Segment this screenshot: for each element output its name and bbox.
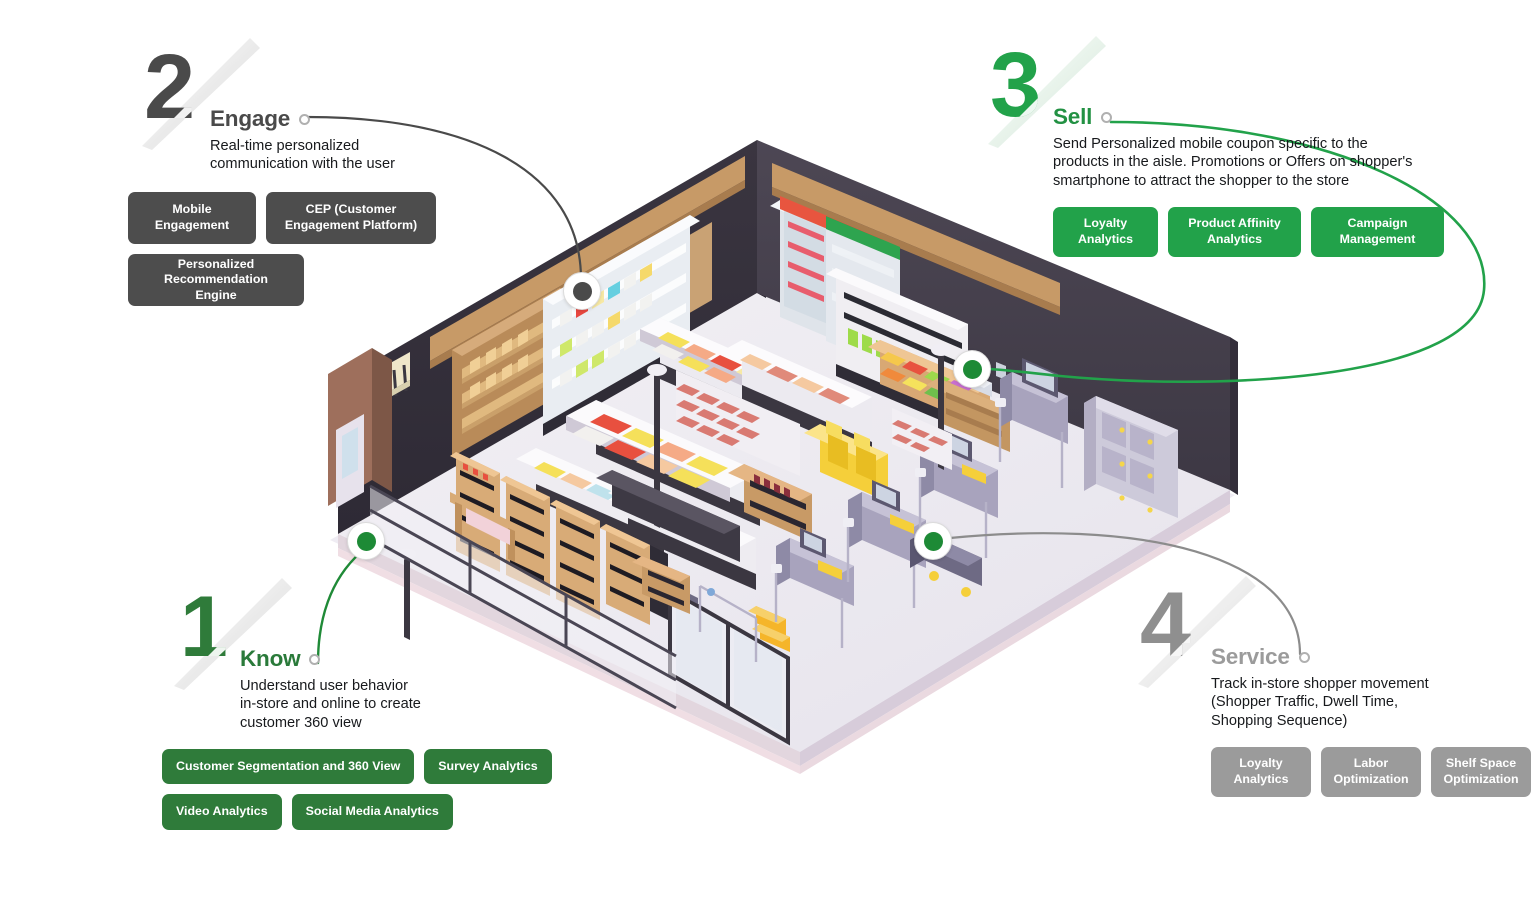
wine-rack-small [632,556,690,614]
step-description-sell: Send Personalized mobile coupon specific… [1053,135,1413,189]
step-title-row-2: Engage [210,106,550,131]
step-title-engage: Engage [210,106,291,131]
step-number-badge-1: 1 1 [174,578,294,690]
step-body-3: Sell Send Personalized mobile coupon spe… [1053,104,1473,257]
marker-core [962,359,982,379]
marker-service[interactable] [914,522,952,560]
entrance-sensor [707,588,715,596]
chip-shelf-space-optimization[interactable]: Shelf Space Optimization [1431,746,1531,797]
marker-core [572,281,592,301]
wine-corner-shelf [728,464,812,542]
step-title-sell: Sell [1053,104,1093,129]
meat-display [676,370,800,476]
service-counter [926,378,1010,452]
promo-stand-yellow [804,420,888,502]
svg-text:3: 3 [990,36,1041,136]
marker-core [356,531,376,551]
marker-ring [914,522,952,560]
chip-campaign-management[interactable]: Campaign Management [1311,206,1444,257]
marker-engage[interactable] [563,272,601,310]
step-description-service: Track in-store shopper movement (Shopper… [1211,675,1429,729]
a-frame-table [450,492,520,562]
step-body-4: Service Track in-store shopper movement … [1211,644,1536,797]
step-description-know: Understand user behavior in-store and on… [240,677,421,731]
anchor-dot-icon [1298,651,1310,663]
step-number-badge-3: 3 3 [988,36,1108,148]
chip-loyalty-analytics[interactable]: Loyalty Analytics [1053,206,1158,257]
step-title-row-4: Service [1211,644,1536,669]
chip-survey-analytics[interactable]: Survey Analytics [424,748,552,785]
anchor-dot-icon [299,113,311,125]
pegboard-toiletries [892,408,952,470]
chip-customer-segmentation[interactable]: Customer Segmentation and 360 View [162,748,415,785]
step-title-row-3: Sell [1053,104,1473,129]
step-body-2: Engage Real-time personalized communicat… [128,106,550,306]
chip-group-service: Loyalty Analytics Labor Optimization She… [1211,746,1536,797]
produce-aisle-left [566,400,760,526]
storefront-wall [328,348,392,508]
marker-core [923,531,943,551]
chip-product-affinity-analytics[interactable]: Product Affinity Analytics [1168,206,1301,257]
chip-loyalty-analytics[interactable]: Loyalty Analytics [1211,746,1311,797]
front-glass-wall [369,484,677,710]
marker-sell[interactable] [953,350,991,388]
parcel-lockers [1084,396,1178,518]
entrance-glass-doors [668,586,790,746]
marker-know[interactable] [347,522,385,560]
self-checkout-kiosk-4 [776,528,854,606]
step-description-engage: Real-time personalized communication wit… [210,137,395,173]
step-title-know: Know [240,646,301,671]
step-title-service: Service [1211,644,1290,669]
chip-group-know: Customer Segmentation and 360 View Surve… [162,748,592,830]
front-counter [596,470,740,562]
chip-social-media-analytics[interactable]: Social Media Analytics [291,794,453,830]
chip-video-analytics[interactable]: Video Analytics [162,794,282,830]
chip-personalized-recommendation-engine[interactable]: Personalized Recommendation Engine [128,253,304,306]
chip-cep[interactable]: CEP (Customer Engagement Platform) [266,191,436,244]
chip-labor-optimization[interactable]: Labor Optimization [1321,746,1421,797]
step-title-row-1: Know [240,646,590,671]
checkout-rail-tops [771,398,1006,573]
chip-mobile-engagement[interactable]: Mobile Engagement [128,191,256,244]
anchor-dot-icon [309,653,321,665]
svg-text:2: 2 [144,38,195,138]
svg-text:1: 1 [180,579,228,675]
anchor-dot-icon [1101,111,1113,123]
chip-group-sell: Loyalty Analytics Product Affinity Analy… [1053,206,1473,257]
bakery-shelving [452,288,570,457]
step-body-1: Know Understand user behavior in-store a… [162,646,590,830]
chip-group-engage: Mobile Engagement CEP (Customer Engageme… [128,191,458,306]
step-number-badge-2: 2 2 [142,38,262,150]
